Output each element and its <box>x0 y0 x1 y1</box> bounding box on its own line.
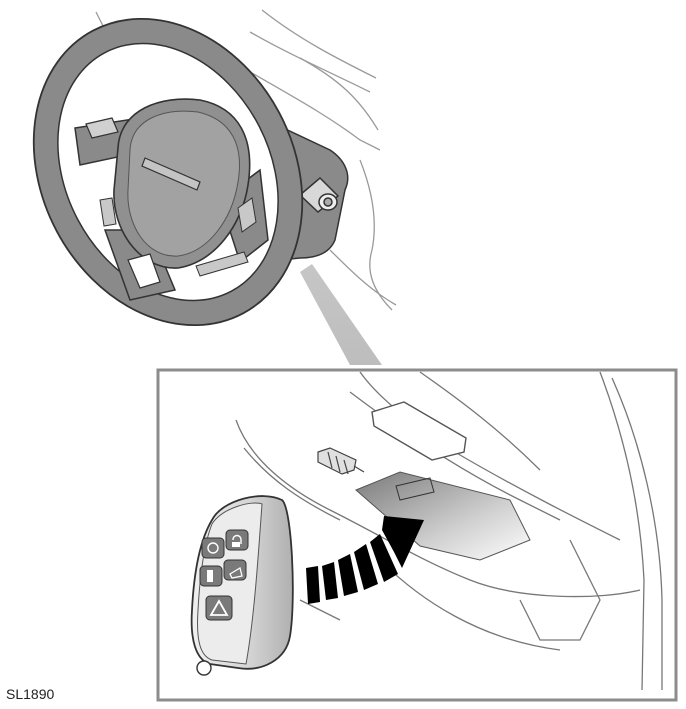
fob-tailgate-button <box>223 559 247 581</box>
insert-arrow-icon <box>306 516 424 604</box>
fob-unlock-button <box>225 529 249 551</box>
figure-code: SL1890 <box>6 686 55 702</box>
key-ring-icon <box>196 660 212 676</box>
connector-icon <box>317 447 365 475</box>
backup-slot-icon <box>355 471 531 561</box>
zoom-indicator <box>300 264 382 365</box>
ignition-stalk <box>298 176 340 213</box>
steering-wheel-icon <box>32 17 304 327</box>
dash-trim-block <box>371 401 467 461</box>
smart-key-fob-icon <box>190 495 294 676</box>
fob-lock-button <box>201 537 225 559</box>
